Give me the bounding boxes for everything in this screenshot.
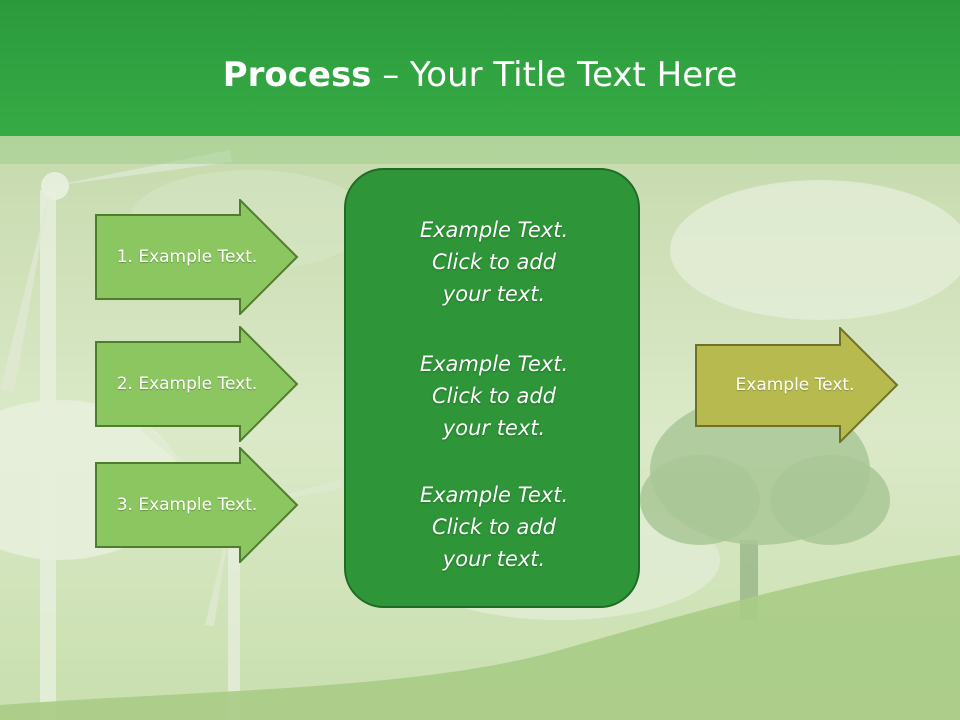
title-rest: – Your Title Text Here (371, 55, 738, 95)
header-bar (0, 0, 960, 136)
arrow-shape (95, 199, 299, 315)
step-label-1: 1. Example Text. (116, 247, 258, 267)
arrow-shape (95, 326, 299, 442)
turbine-hub (41, 172, 69, 200)
step-arrow-2[interactable]: 2. Example Text. (95, 326, 299, 442)
step-arrow-1[interactable]: 1. Example Text. (95, 199, 299, 315)
step-label-2: 2. Example Text. (116, 374, 258, 394)
turbine-tower (40, 190, 56, 720)
turbine-blade (0, 190, 50, 392)
page-title: Process – Your Title Text Here (0, 52, 960, 98)
hill (0, 555, 960, 720)
title-bold: Process (222, 55, 372, 95)
arrow-shape (95, 447, 299, 563)
turbine-tower (228, 520, 240, 720)
arrow-shape (695, 327, 899, 443)
step-label-3: 3. Example Text. (116, 495, 258, 515)
tree-crown (770, 455, 890, 545)
output-label: Example Text. (735, 375, 855, 395)
cloud (670, 180, 960, 320)
output-arrow[interactable]: Example Text. (695, 327, 899, 443)
tree-crown (640, 455, 760, 545)
header-band (0, 136, 960, 164)
step-arrow-3[interactable]: 3. Example Text. (95, 447, 299, 563)
